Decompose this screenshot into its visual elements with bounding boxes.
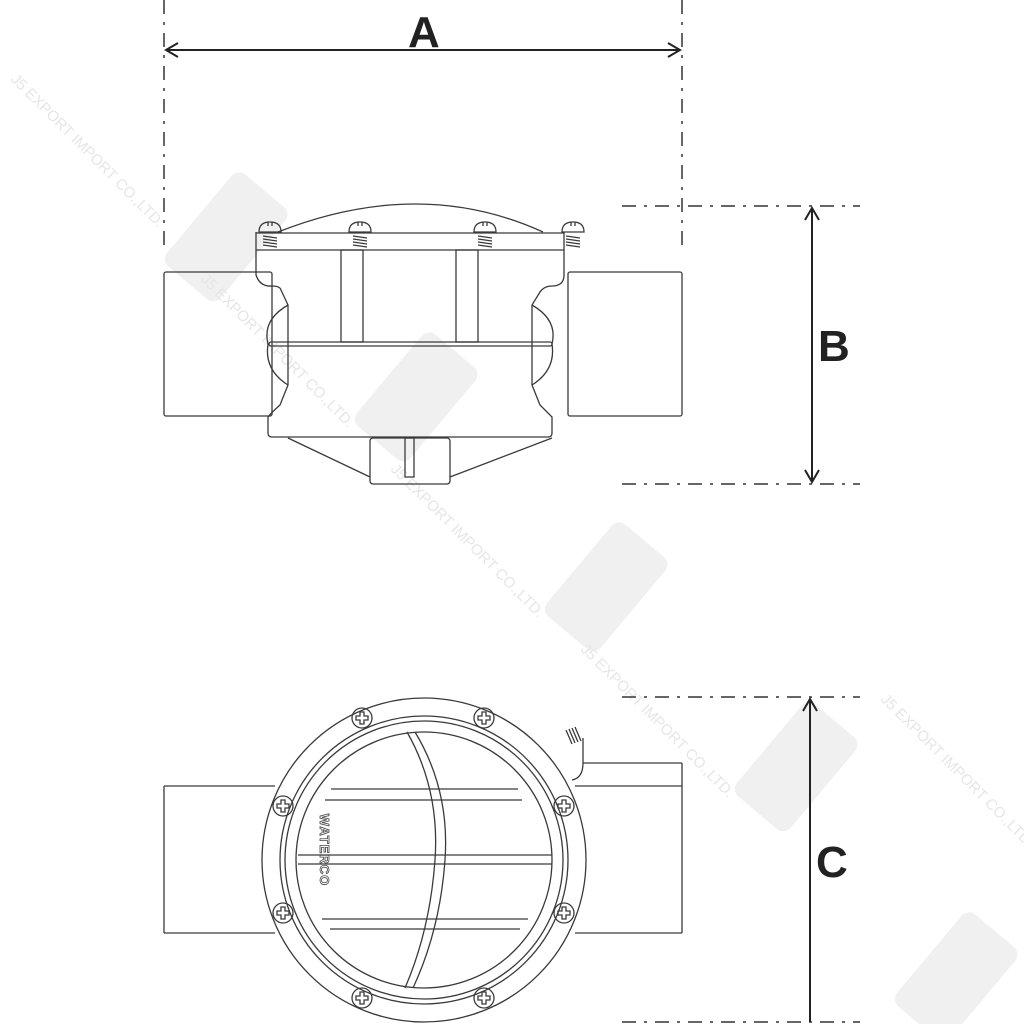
dimension-c-label: C <box>816 838 848 887</box>
screw-icons <box>272 707 575 1009</box>
watermark-text: J5 EXPORT IMPORT CO.,LTD. <box>577 641 737 801</box>
dimension-a-label: A <box>408 8 440 57</box>
watermark-text: J5 EXPORT IMPORT CO.,LTD. <box>7 71 167 231</box>
brand-text: WATERCO <box>317 814 332 886</box>
watermark: J5 EXPORT IMPORT CO.,LTD. J5 EXPORT IMPO… <box>7 71 1024 1024</box>
dimension-b <box>622 205 860 485</box>
valve-side-view <box>163 203 683 485</box>
dimension-b-label: B <box>818 322 850 371</box>
watermark-text: J5 EXPORT IMPORT CO.,LTD. <box>387 461 547 621</box>
dimension-a <box>163 0 683 245</box>
dimension-c <box>622 696 860 1023</box>
watermark-text: J5 EXPORT IMPORT CO.,LTD. <box>877 691 1024 851</box>
valve-top-view: WATERCO <box>163 697 683 1023</box>
screw-icons <box>258 221 585 248</box>
